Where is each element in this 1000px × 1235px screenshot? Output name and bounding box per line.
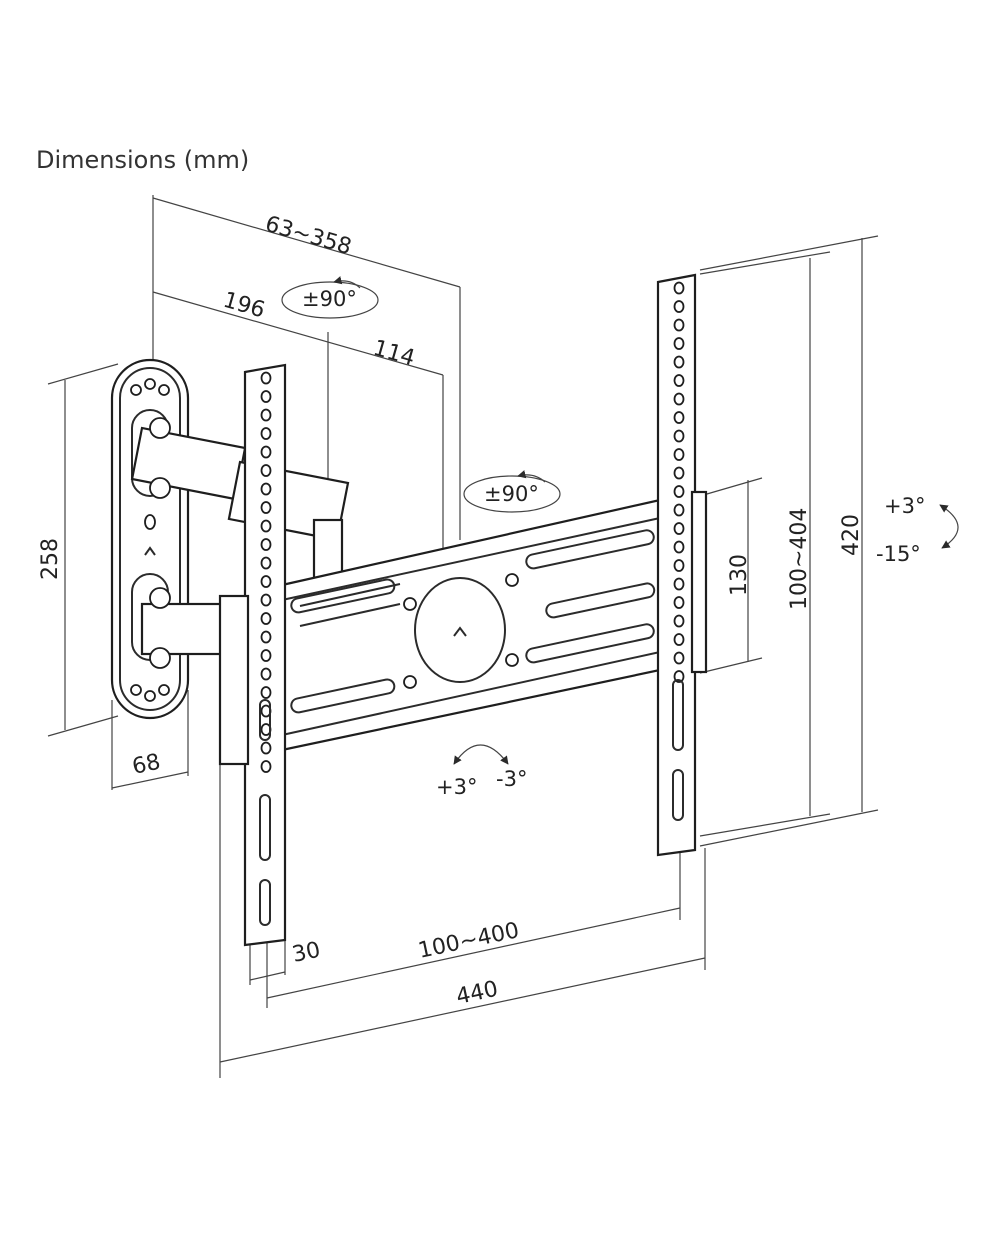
bracket-hole	[260, 519, 272, 533]
bracket-hole	[260, 427, 272, 440]
level-plus-label: +3°	[436, 775, 477, 799]
bracket-hole	[260, 630, 272, 644]
wall-plate-width-label: 68	[130, 750, 163, 780]
bracket-hole	[673, 466, 685, 480]
wall-plate	[110, 358, 190, 720]
bracket-hole	[673, 429, 685, 443]
bracket-hole	[260, 593, 272, 607]
bracket-hole	[673, 374, 685, 387]
rail-width-label: 30	[290, 938, 323, 968]
bracket-hole	[673, 337, 685, 350]
bracket-hole	[260, 649, 272, 662]
tilt-down-label: -15°	[876, 542, 921, 566]
bracket-hole	[260, 390, 272, 403]
bracket-hole	[260, 501, 272, 514]
bracket-hole	[260, 612, 272, 625]
level-indicator: +3° -3°	[436, 744, 527, 799]
page-title: Dimensions (mm)	[36, 146, 250, 174]
bracket-hole	[260, 667, 272, 681]
level-minus-label: -3°	[496, 767, 527, 791]
bracket-hole	[260, 408, 272, 422]
bracket-hole	[260, 445, 272, 459]
bracket-hole	[260, 538, 272, 551]
up-arrow-icon	[453, 626, 467, 637]
bracket-hole	[673, 614, 685, 628]
bracket-hole	[260, 556, 272, 570]
bracket-hole	[260, 741, 272, 755]
tilt-indicator: +3° -15°	[876, 494, 959, 566]
left-vertical-bracket	[218, 363, 287, 947]
total-height-label: 420	[839, 514, 864, 556]
dimension-lines	[47, 195, 879, 1078]
bracket-hole	[673, 485, 685, 498]
bracket-hole	[260, 482, 272, 496]
bracket-hole	[673, 448, 685, 461]
bracket-hole	[673, 540, 685, 554]
total-width-label: 440	[454, 977, 500, 1010]
swivel-top-label: ±90°	[302, 287, 357, 311]
bracket-hole	[673, 522, 685, 535]
wall-plate-holes	[130, 378, 170, 702]
swivel-top-indicator: ±90°	[281, 276, 379, 319]
bracket-hole	[260, 371, 272, 385]
bracket-hole	[673, 633, 685, 646]
bracket-hole	[673, 559, 685, 572]
bracket-hole	[260, 686, 272, 699]
bracket-hole	[260, 575, 272, 588]
right-vertical-bracket	[656, 273, 708, 857]
bracket-hole	[673, 596, 685, 609]
rail-height-label: 130	[727, 554, 752, 596]
swivel-bottom-indicator: ±90°	[463, 470, 561, 513]
bracket-hole	[260, 464, 272, 477]
bracket-hole	[673, 503, 685, 517]
arm-offset-label: 114	[370, 336, 417, 372]
tilt-up-label: +3°	[884, 494, 925, 518]
bracket-hole	[260, 760, 272, 773]
up-arrow-icon	[144, 546, 156, 556]
wall-plate-height-label: 258	[38, 538, 63, 580]
bracket-hole	[673, 411, 685, 424]
bracket-hole	[673, 300, 685, 313]
bracket-hole	[673, 651, 685, 665]
vesa-vertical-label: 100~404	[787, 508, 812, 610]
arm-length-label: 196	[220, 288, 267, 324]
bracket-hole	[673, 577, 685, 591]
bracket-hole	[673, 355, 685, 369]
bracket-hole	[673, 281, 685, 295]
arm-extension-label: 63~358	[262, 212, 354, 260]
vesa-horizontal-label: 100~400	[416, 918, 521, 964]
bracket-hole	[673, 392, 685, 406]
bracket-hole	[673, 318, 685, 332]
swivel-bottom-label: ±90°	[484, 482, 539, 506]
